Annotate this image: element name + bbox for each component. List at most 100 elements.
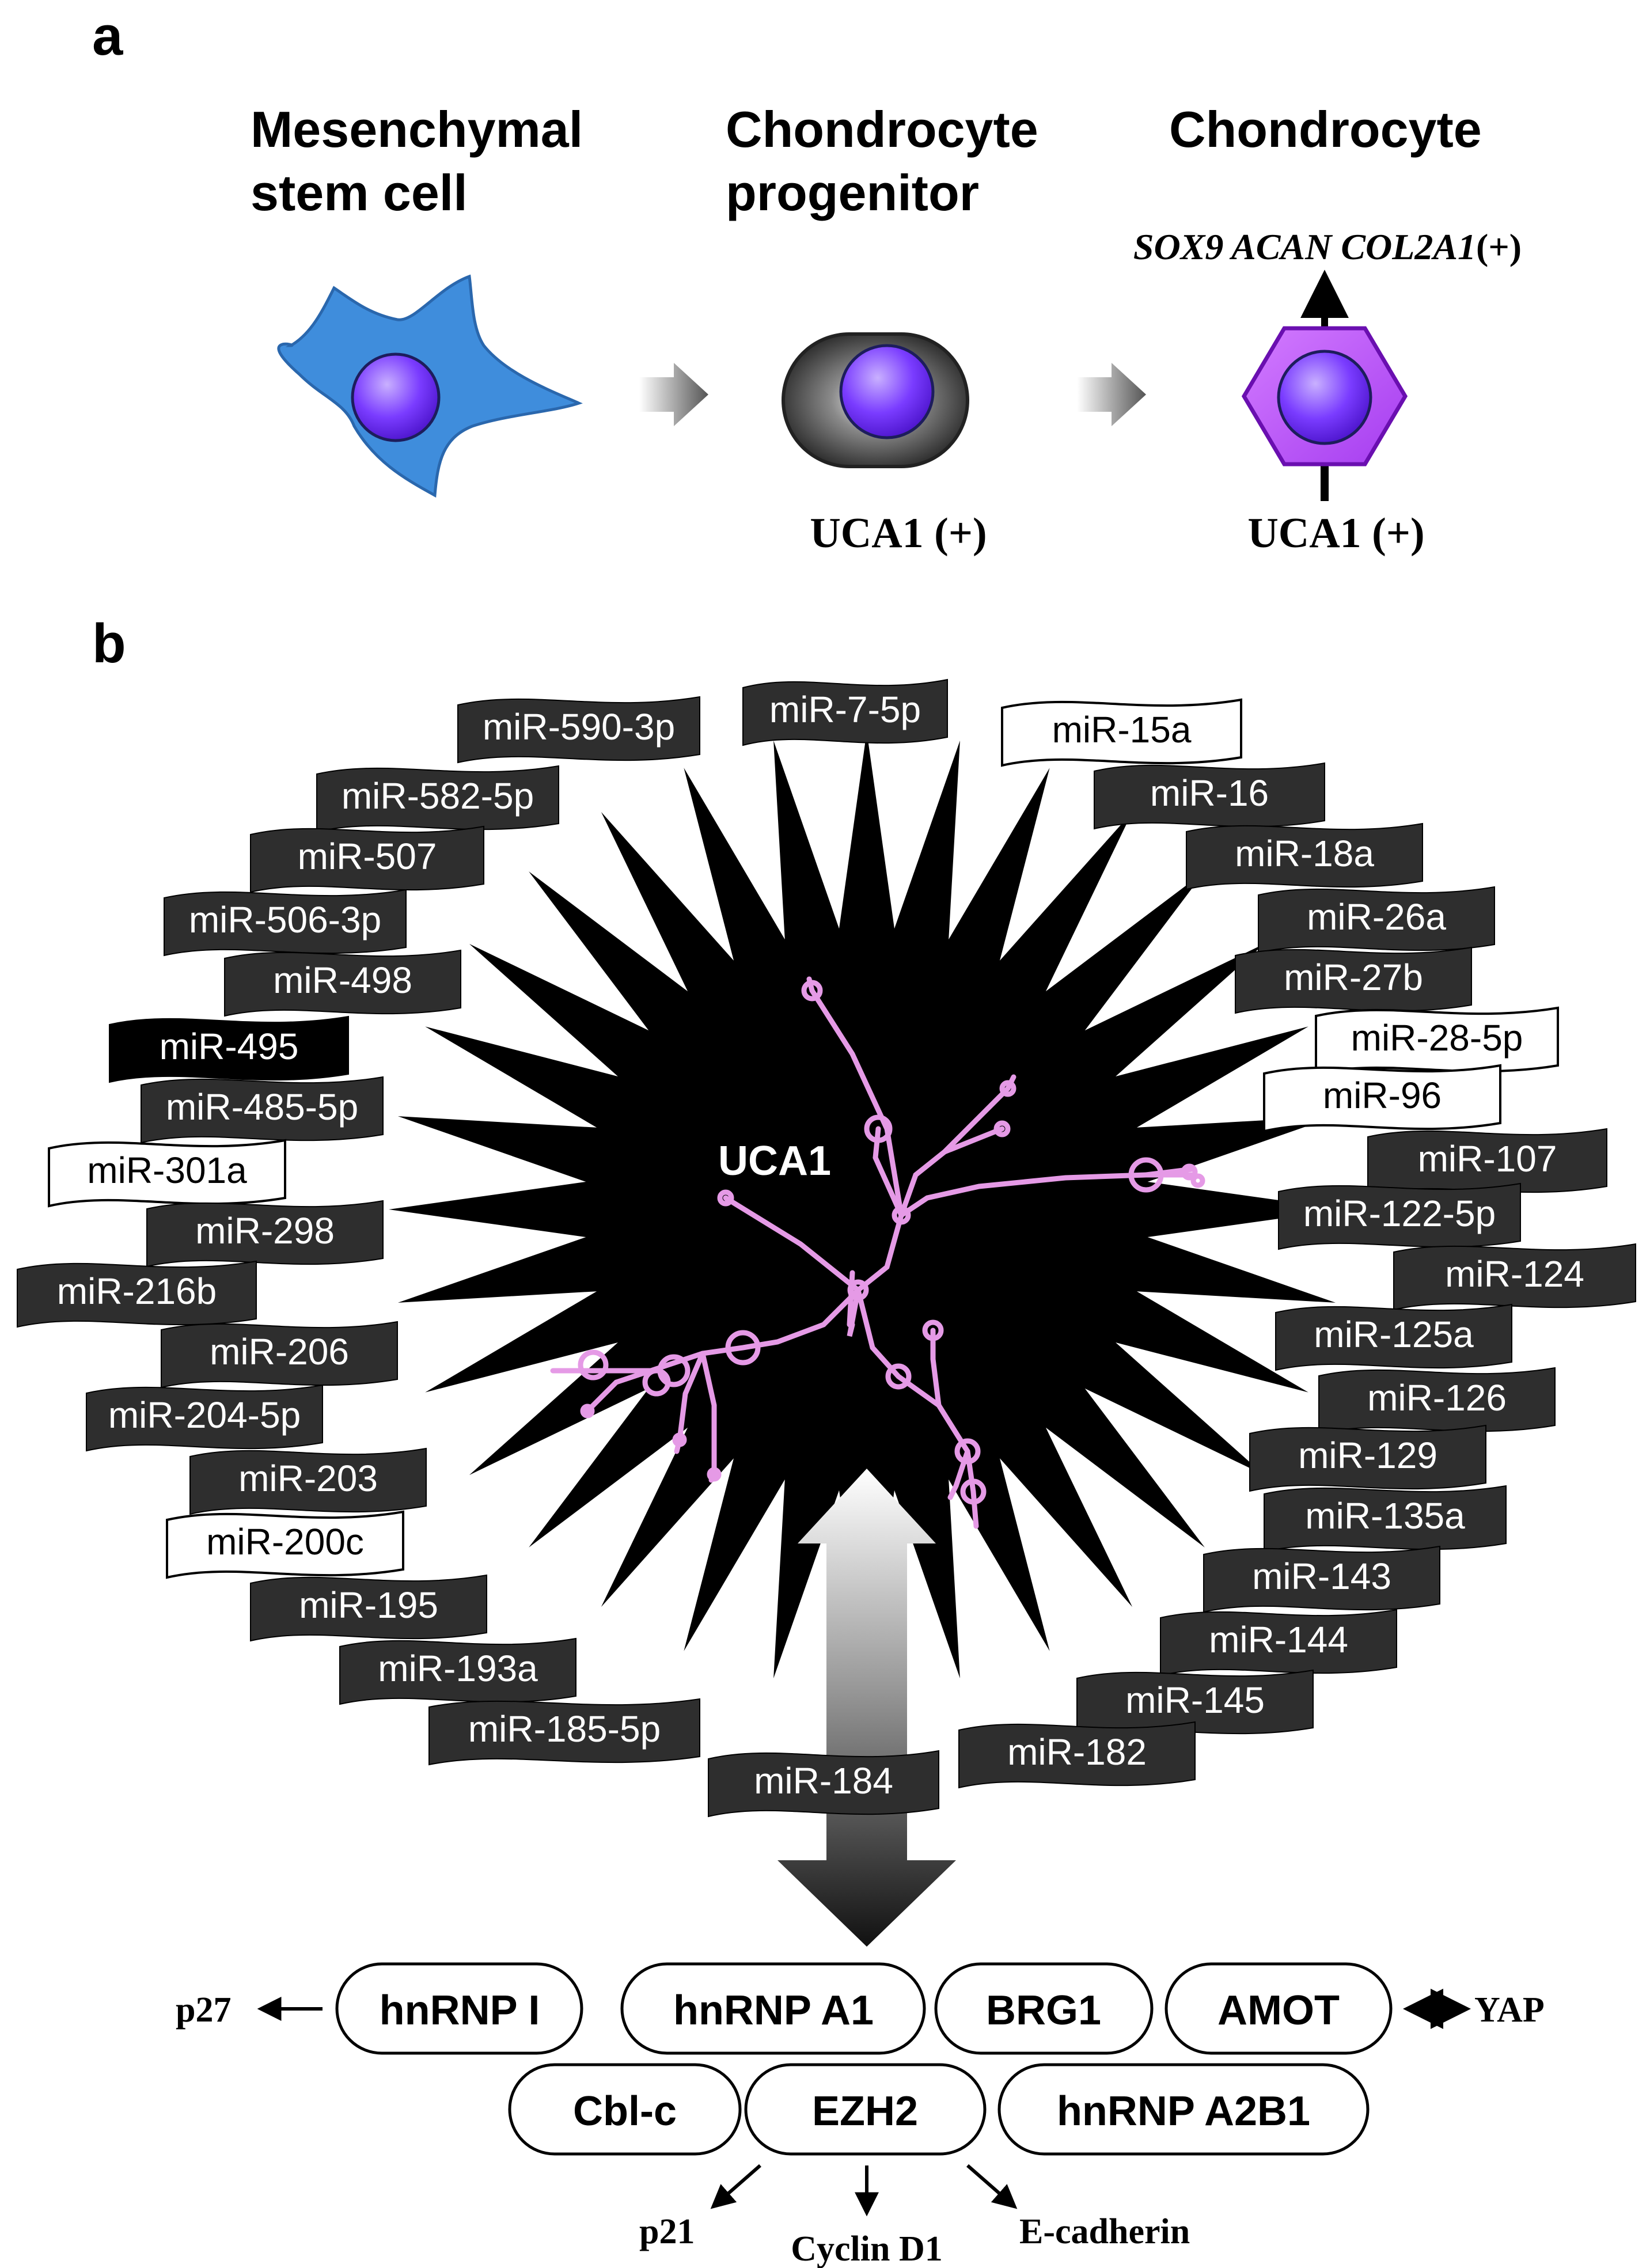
mirna-label-text: miR-203 [238, 1458, 378, 1499]
protein-amot: AMOT [1165, 1962, 1393, 2055]
yap-label: YAP [1474, 1990, 1545, 2030]
mirna-label-text: miR-7-5p [769, 689, 921, 730]
chondrocyte-uca1-marker: UCA1 (+) [1247, 510, 1424, 557]
p21-arrow [710, 2164, 761, 2209]
chondrocyte-genes-italic: SOX9 ACAN COL2A1 [1133, 226, 1476, 267]
mirna-label-mir-129: miR-129 [1249, 1424, 1486, 1492]
protein-amot-label: AMOT [1217, 1988, 1340, 2034]
mirna-label-mir-206: miR-206 [161, 1321, 398, 1389]
mirna-label-mir-193a: miR-193a [339, 1637, 576, 1705]
mirna-label-text: miR-16 [1150, 772, 1269, 814]
protein-brg1-label: BRG1 [986, 1988, 1101, 2034]
mirna-label-mir-7-5p: miR-7-5p [742, 678, 948, 746]
protein-row-2: Cbl-c EZH2 hnRNP A2B1 [508, 2063, 1370, 2156]
e-cadherin-label: E-cadherin [1019, 2212, 1190, 2251]
chondrocyte-genes: SOX9 ACAN COL2A1(+) [1133, 226, 1522, 267]
protein-hnrnp-i-label: hnRNP I [380, 1988, 540, 2034]
protein-hnrnp-a2b1-label: hnRNP A2B1 [1057, 2088, 1310, 2134]
mirna-label-text: miR-129 [1298, 1435, 1437, 1476]
p21-label: p21 [639, 2212, 695, 2251]
chondrocyte-nucleus [1277, 350, 1372, 445]
mirna-label-mir-107: miR-107 [1367, 1128, 1607, 1196]
progenitor-uca1-marker: UCA1 (+) [810, 510, 987, 557]
protein-ezh2-label: EZH2 [812, 2088, 918, 2134]
mirna-label-text: miR-298 [195, 1210, 335, 1251]
stage-arrow-2 [1077, 363, 1146, 426]
protein-ezh2: EZH2 [744, 2063, 987, 2156]
uca1-starburst [389, 731, 1345, 1687]
mirna-label-mir-506-3p: miR-506-3p [164, 889, 407, 957]
mirna-label-mir-204-5p: miR-204-5p [86, 1384, 323, 1452]
mirna-label-mir-216b: miR-216b [17, 1260, 257, 1328]
mirna-label-text: miR-495 [160, 1026, 299, 1067]
stage-title-progenitor-line1: Chondrocyte [726, 101, 1038, 158]
mirna-label-text: miR-590-3p [483, 706, 675, 748]
mirna-label-text: miR-145 [1125, 1679, 1265, 1721]
mirna-label-text: miR-193a [378, 1648, 538, 1689]
mirna-label-mir-126: miR-126 [1318, 1367, 1556, 1435]
mirna-label-mir-298: miR-298 [146, 1200, 384, 1268]
mirna-label-mir-15a: miR-15a [1001, 698, 1242, 767]
mirna-label-text: miR-200c [206, 1521, 364, 1562]
mirna-label-text: miR-28-5p [1351, 1017, 1523, 1059]
mirna-label-mir-27b: miR-27b [1235, 946, 1472, 1014]
uca1-secondary-structure [550, 976, 1205, 1529]
mirna-label-text: miR-498 [273, 959, 412, 1001]
mirna-label-mir-301a: miR-301a [48, 1139, 286, 1208]
protein-hnrnp-a1: hnRNP A1 [620, 1962, 926, 2055]
mirna-label-text: miR-582-5p [342, 775, 534, 817]
panel-a-label: a [92, 5, 123, 67]
mirna-label-mir-582-5p: miR-582-5p [316, 765, 559, 833]
progenitor-nucleus [839, 344, 935, 439]
stage-title-progenitor-line2: progenitor [726, 164, 979, 221]
mirna-label-mir-200c: miR-200c [166, 1510, 404, 1579]
protein-brg1: BRG1 [934, 1962, 1154, 2055]
mirna-label-text: miR-185-5p [468, 1708, 661, 1750]
mirna-label-mir-135a: miR-135a [1264, 1485, 1507, 1553]
mirna-label-text: miR-506-3p [189, 899, 381, 940]
mirna-label-mir-124: miR-124 [1393, 1243, 1636, 1311]
e-cadherin-arrow [966, 2164, 1018, 2209]
protein-hnrnp-a1-label: hnRNP A1 [673, 1988, 874, 2034]
mirna-label-text: miR-107 [1418, 1138, 1557, 1179]
protein-cbl-c-label: Cbl-c [573, 2088, 677, 2134]
mirna-label-mir-26a: miR-26a [1258, 886, 1495, 954]
protein-hnrnp-i: hnRNP I [335, 1962, 583, 2055]
mirna-label-mir-143: miR-143 [1203, 1545, 1440, 1613]
mirna-label-mir-498: miR-498 [224, 949, 461, 1017]
mirna-label-text: miR-485-5p [166, 1086, 358, 1128]
mirna-label-mir-590-3p: miR-590-3p [457, 696, 700, 764]
mirna-label-mir-16: miR-16 [1094, 762, 1325, 830]
mirna-label-text: miR-18a [1235, 833, 1374, 874]
mirna-label-text: miR-184 [754, 1760, 893, 1801]
mirna-label-text: miR-96 [1323, 1075, 1442, 1116]
mirna-label-text: miR-143 [1252, 1556, 1391, 1597]
mirna-label-text: miR-206 [210, 1331, 349, 1372]
protein-row-1: hnRNP I hnRNP A1 BRG1 AMOT [335, 1962, 1393, 2055]
mirna-label-mir-184: miR-184 [708, 1750, 939, 1818]
chondrocyte-genes-suffix: (+) [1476, 226, 1522, 267]
uca1-protein-double-arrow [777, 1469, 956, 1947]
mirna-label-mir-195: miR-195 [250, 1574, 487, 1642]
mirna-label-text: miR-126 [1367, 1377, 1507, 1419]
uca1-center-label: UCA1 [718, 1138, 831, 1184]
mirna-label-text: miR-204-5p [108, 1394, 301, 1436]
mirna-label-text: miR-195 [299, 1584, 438, 1626]
mirna-label-text: miR-125a [1314, 1314, 1474, 1355]
mirna-label-mir-495: miR-495 [109, 1015, 349, 1083]
mirna-label-text: miR-135a [1305, 1495, 1465, 1537]
mirna-label-mir-18a: miR-18a [1186, 822, 1423, 890]
msc-nucleus [351, 352, 441, 442]
p27-label: p27 [176, 1990, 231, 2030]
mirna-label-text: miR-26a [1307, 896, 1446, 938]
mirna-label-mir-507: miR-507 [250, 825, 484, 893]
mirna-label-mir-125a: miR-125a [1275, 1303, 1512, 1371]
protein-cbl-c: Cbl-c [508, 2063, 742, 2156]
mirna-label-mir-203: miR-203 [189, 1447, 427, 1515]
chondrocyte-cell [1241, 270, 1408, 501]
mirna-label-mir-485-5p: miR-485-5p [141, 1076, 384, 1144]
mirna-label-text: miR-182 [1007, 1731, 1147, 1773]
mirna-label-text: miR-216b [57, 1270, 217, 1312]
mirna-label-mir-96: miR-96 [1263, 1064, 1501, 1133]
chondrocyte-progenitor-cell [782, 332, 969, 468]
